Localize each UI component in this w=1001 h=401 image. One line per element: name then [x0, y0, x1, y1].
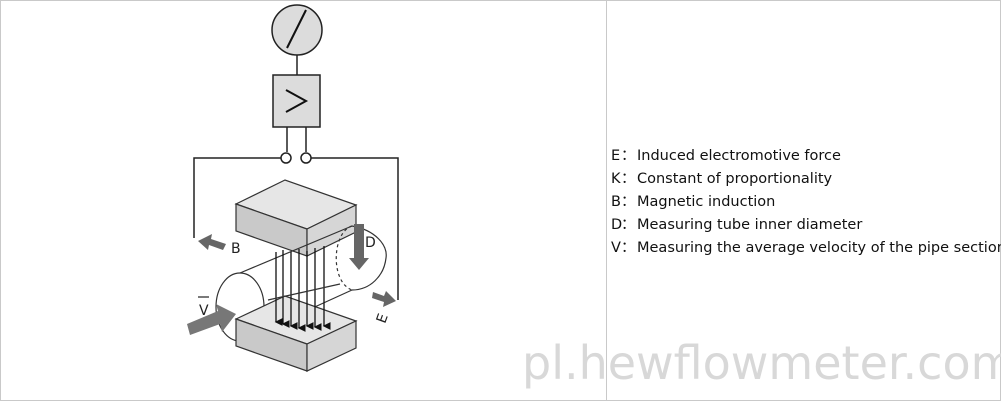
e-arrow-icon	[372, 291, 396, 307]
legend-item: D：Measuring tube inner diameter	[611, 214, 1001, 237]
d-arrow-icon	[349, 224, 369, 270]
watermark: pl.hewflowmeter.com	[522, 336, 1001, 390]
label-v: V	[199, 303, 209, 319]
legend-item: K：Constant of proportionality	[611, 168, 1001, 191]
legend-separator: ：	[621, 240, 636, 256]
legend-symbol: V	[611, 240, 621, 256]
column-divider	[606, 0, 607, 400]
gauge-icon	[271, 4, 323, 56]
legend-text: Constant of proportionality	[637, 171, 833, 187]
legend-item: B：Magnetic induction	[611, 191, 1001, 214]
lower-magnet	[234, 295, 358, 372]
legend-symbol: E	[611, 148, 621, 164]
symbol-legend: E：Induced electromotive force K：Constant…	[611, 145, 1001, 260]
legend-separator: ：	[621, 171, 636, 187]
legend-separator: ：	[621, 148, 636, 164]
legend-symbol: D	[611, 217, 623, 233]
legend-text: Measuring the average velocity of the pi…	[637, 240, 1001, 256]
legend-text: Induced electromotive force	[637, 148, 841, 164]
legend-text: Measuring tube inner diameter	[637, 217, 863, 233]
electromagnetic-flowmeter-diagram: B D E V	[187, 4, 399, 372]
legend-symbol: B	[611, 194, 621, 210]
amplifier-icon	[272, 74, 321, 128]
upper-magnet	[234, 179, 358, 257]
legend-item: V：Measuring the average velocity of the …	[611, 237, 1001, 260]
legend-text: Magnetic induction	[637, 194, 776, 210]
legend-symbol: K	[611, 171, 621, 187]
legend-separator: ：	[621, 194, 636, 210]
label-d: D	[365, 235, 376, 251]
b-arrow-icon	[198, 234, 226, 250]
label-e: E	[374, 312, 392, 326]
electrode-wiring	[193, 127, 399, 300]
label-b: B	[231, 241, 241, 257]
legend-separator: ：	[621, 217, 636, 233]
electrode-axis	[267, 283, 341, 301]
legend-item: E：Induced electromotive force	[611, 145, 1001, 168]
v-arrow-icon	[187, 304, 236, 335]
magnetic-field-lines	[274, 246, 331, 332]
